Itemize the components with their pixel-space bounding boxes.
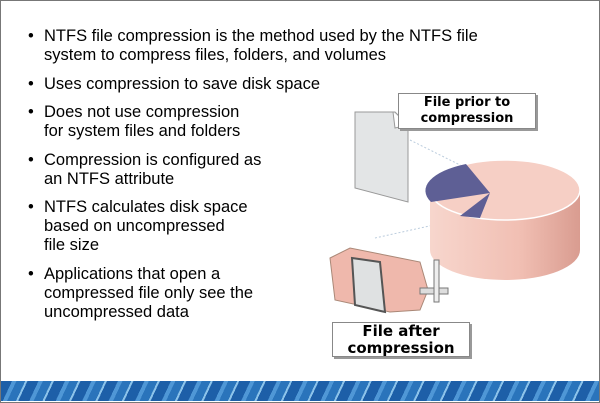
disk-icon <box>425 159 581 280</box>
bullet-item: •NTFS file compression is the method use… <box>28 27 478 64</box>
footer-band <box>1 381 599 401</box>
pie-slice <box>425 164 490 202</box>
bullet-item: •Compression is configured as an NTFS at… <box>28 150 262 188</box>
label-before-compression: File prior to compression <box>398 93 536 129</box>
bullet-item: •Applications that open a compressed fil… <box>28 264 254 321</box>
bullet-item: •Uses compression to save disk space <box>28 74 321 93</box>
pie-slice <box>460 193 490 218</box>
connector-line <box>409 139 471 171</box>
label-after-compression: File after compression <box>332 322 470 357</box>
bullet-item: •NTFS calculates disk space based on unc… <box>28 198 248 254</box>
bullet-list: •NTFS file compression is the method use… <box>28 27 588 331</box>
vise-icon <box>329 247 449 314</box>
bullet-item: •Does not use compression for system fil… <box>28 103 241 140</box>
